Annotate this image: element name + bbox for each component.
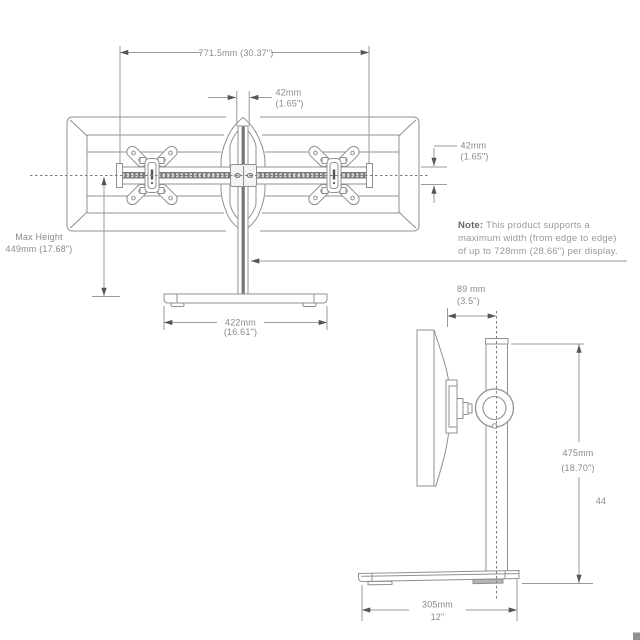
side-base xyxy=(358,569,520,586)
dim-max-height-label-1: Max Height xyxy=(15,232,63,242)
right-vesa-mount xyxy=(308,145,360,206)
note-text: Note: This product supports a maximum wi… xyxy=(458,220,618,257)
dim-max-height: Max Height 449mm (17.68") xyxy=(5,176,120,297)
front-view: 771.5mm (30.37") 42mm (1.65") 42mm (1.65… xyxy=(5,46,627,337)
dim-overall-width: 771.5mm (30.37") xyxy=(119,46,370,163)
dim-pole-width-label-1: 42mm xyxy=(276,88,302,98)
svg-text:Note: This product supports a: Note: This product supports a xyxy=(458,220,590,231)
dim-height: 475mm (18.70") 44 xyxy=(511,343,606,584)
dim-depth-label-2: (3.5") xyxy=(457,296,480,306)
side-view: 89 mm (3.5") 475mm (18.70") 44 305mm 12" xyxy=(358,284,606,622)
note-line-3: of up to 728mm (28.66") per display. xyxy=(458,246,618,257)
dim-base-depth-label-2: 12" xyxy=(431,612,445,622)
dim-max-height-label-2: 449mm (17.68") xyxy=(5,244,72,254)
dim-bar-height-label-2: (1.65") xyxy=(461,152,489,162)
dim-base-width: 422mm (16.61") xyxy=(163,306,328,337)
dim-base-depth-label-1: 305mm xyxy=(422,600,453,610)
dim-height-label-1: 475mm xyxy=(562,448,593,458)
dim-bar-height-label-1: 42mm xyxy=(461,141,487,151)
left-vesa-mount xyxy=(126,145,178,206)
corner-square-artifact xyxy=(633,632,640,640)
dim-base-width-label-2: (16.61") xyxy=(224,327,257,337)
dim-bar-height: 42mm (1.65") xyxy=(421,141,489,203)
front-pole xyxy=(237,125,249,295)
dim-partial-label: 44 xyxy=(596,496,606,506)
dim-base-width-label-1: 422mm xyxy=(225,318,256,328)
dim-pole-width-label-2: (1.65") xyxy=(276,99,304,109)
center-bracket xyxy=(230,164,257,187)
note-line-2: maximum width (from edge to edge) xyxy=(458,233,617,244)
dim-base-depth: 305mm 12" xyxy=(361,579,518,622)
dim-height-label-2: (18.70") xyxy=(561,463,594,473)
dim-pole-width: 42mm (1.65") xyxy=(208,88,304,126)
dim-overall-width-label: 771.5mm (30.37") xyxy=(199,48,274,58)
note-label: Note: xyxy=(458,220,483,231)
pole-collar-clamp xyxy=(474,388,515,429)
dim-depth: 89 mm (3.5") xyxy=(447,284,496,327)
front-base xyxy=(163,293,328,307)
side-vesa-and-knob xyxy=(445,379,473,434)
dim-depth-label-1: 89 mm xyxy=(457,284,486,294)
note-line-1: This product supports a xyxy=(483,220,590,231)
side-monitor-profile xyxy=(416,329,450,487)
